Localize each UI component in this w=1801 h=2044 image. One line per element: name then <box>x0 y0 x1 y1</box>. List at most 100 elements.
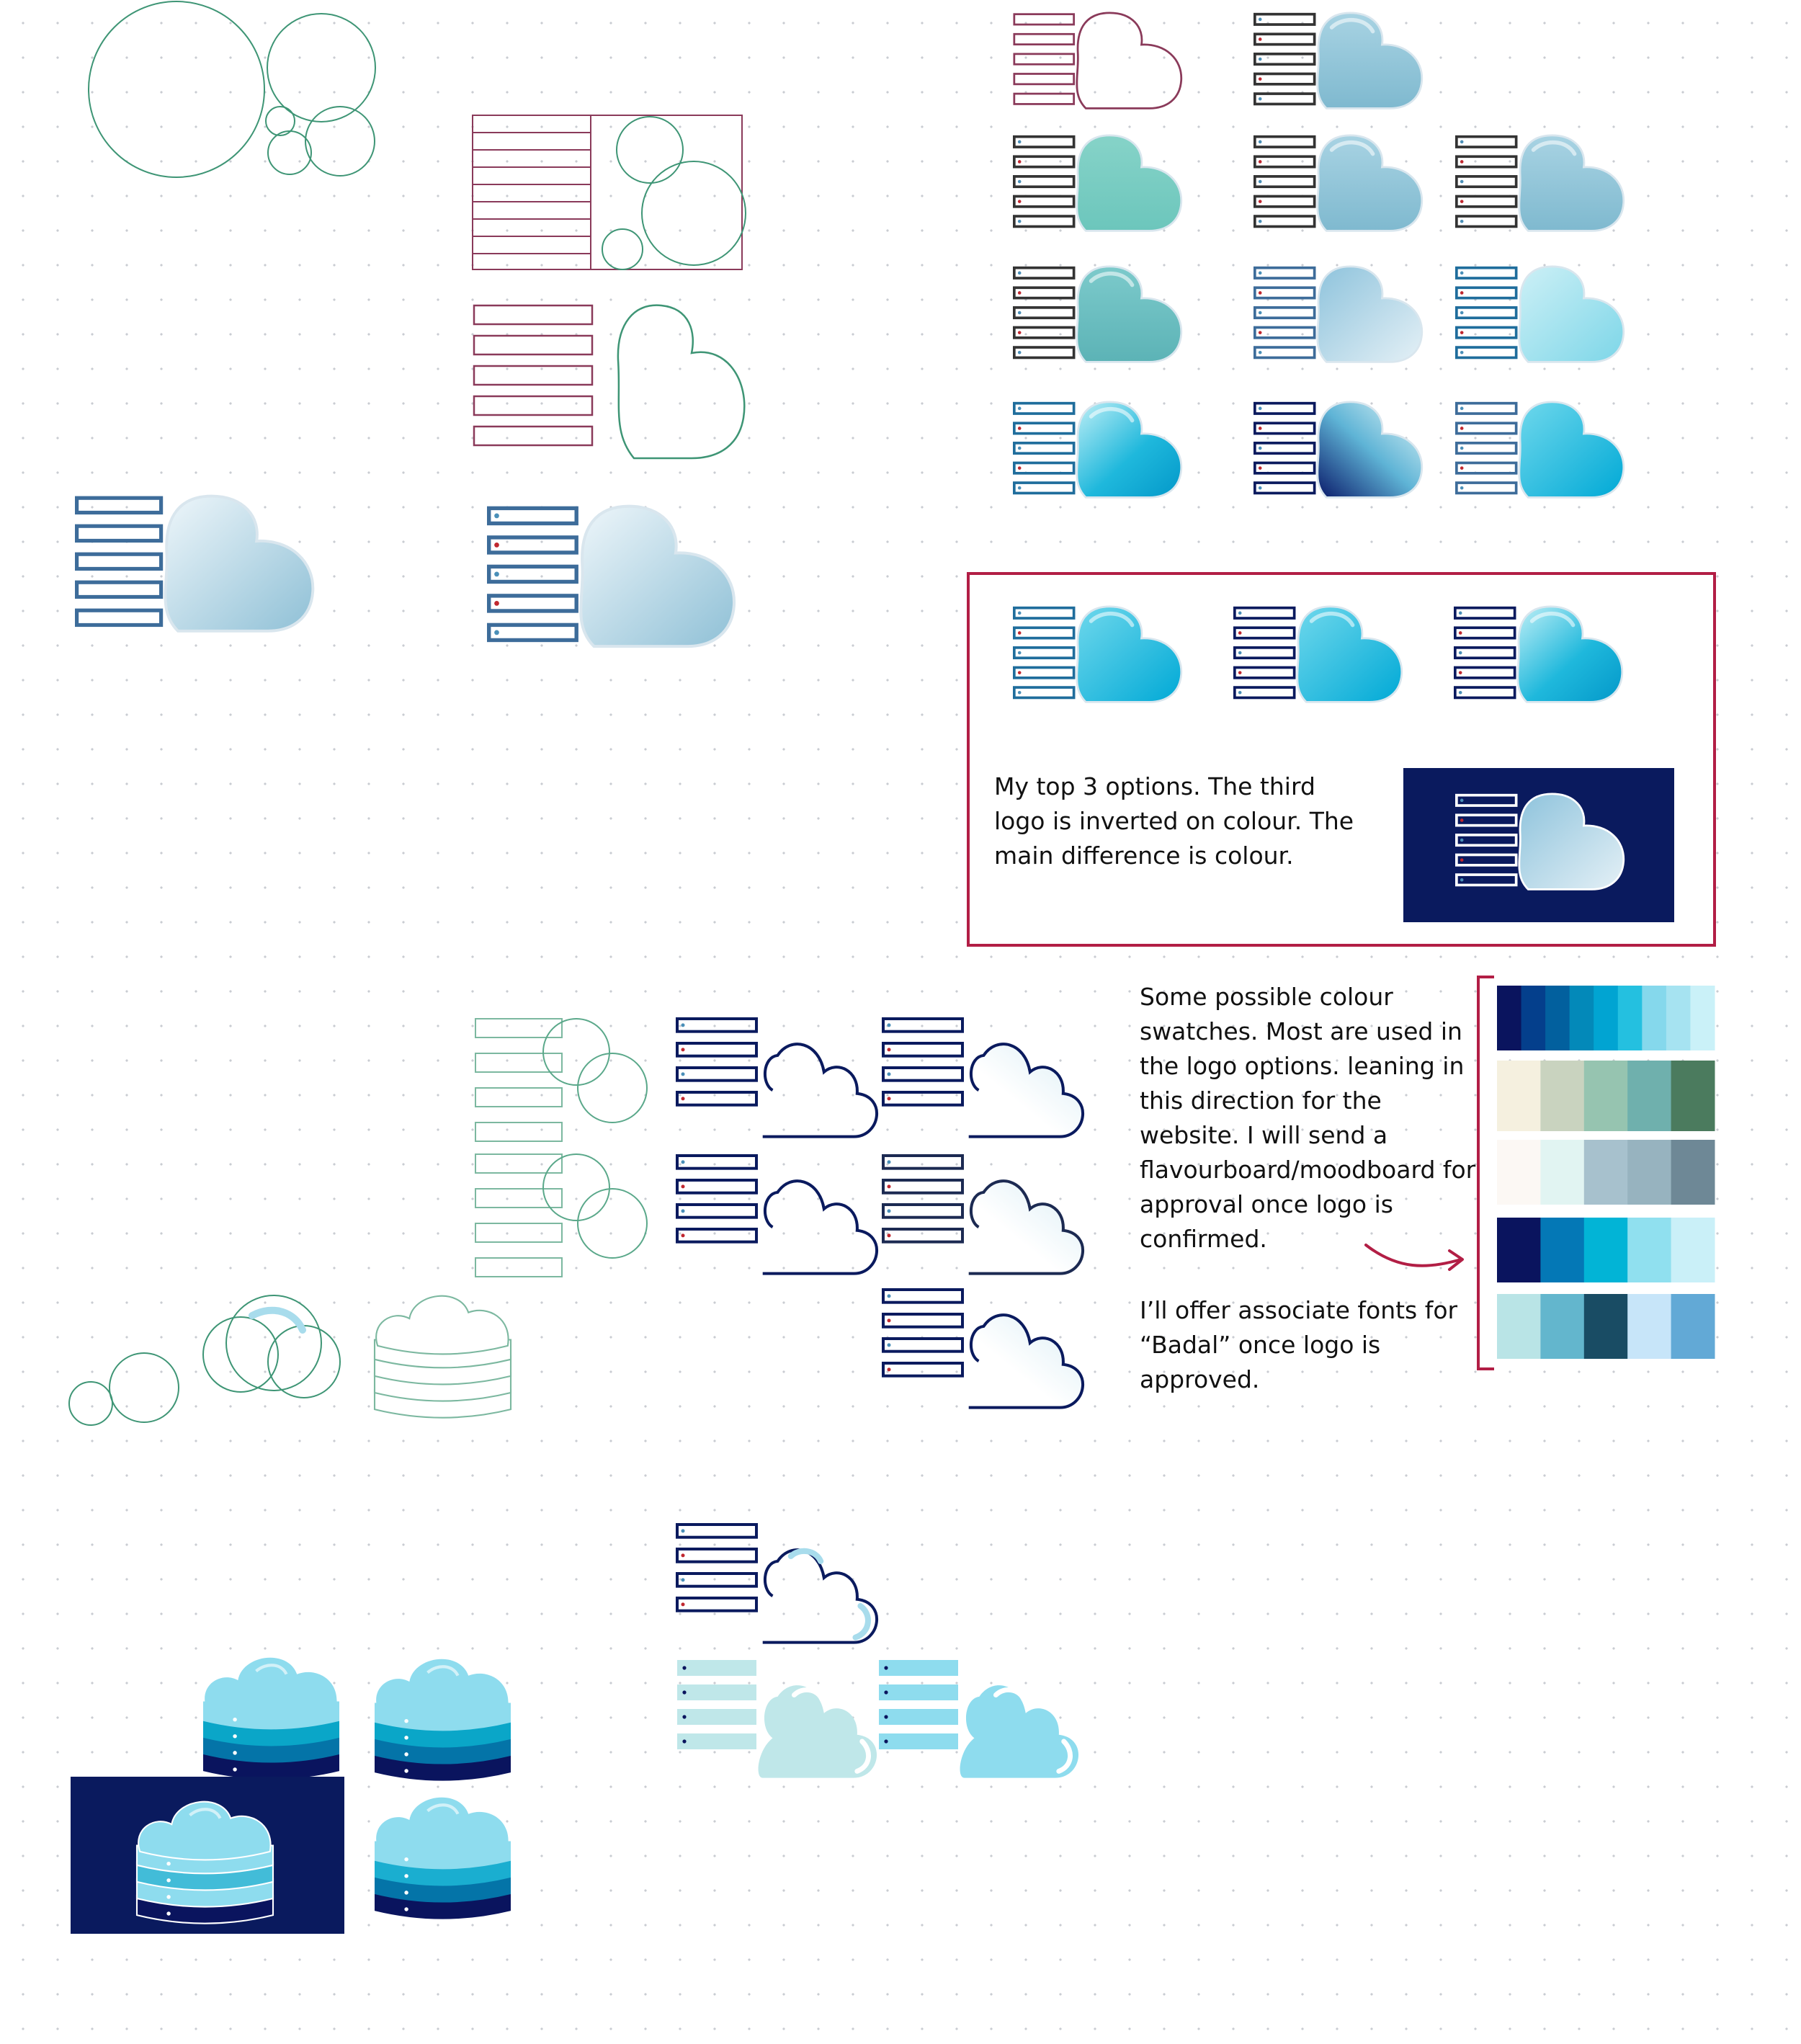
server-bar <box>75 552 164 571</box>
colour-swatch-palette <box>1477 976 1715 1370</box>
server-bar <box>1455 813 1518 827</box>
server-bar <box>75 496 164 515</box>
server-bar <box>676 1203 758 1219</box>
server-bar <box>1454 686 1516 700</box>
status-led <box>887 1343 891 1347</box>
status-led <box>494 513 499 519</box>
server-bar <box>1253 442 1316 455</box>
server-bar <box>1253 266 1316 280</box>
status-led <box>1460 350 1464 354</box>
stack-layer <box>375 1752 511 1781</box>
colour-swatch <box>1671 1218 1715 1282</box>
stack-layer <box>375 1857 511 1886</box>
status-led <box>1258 140 1262 144</box>
status-led <box>1258 350 1262 354</box>
server-bar <box>676 1154 758 1170</box>
server-bar <box>677 1733 756 1749</box>
server-bar <box>1253 53 1316 66</box>
status-led <box>884 1690 888 1695</box>
status-led <box>887 1367 891 1372</box>
colour-swatch <box>1627 1218 1672 1282</box>
server-cloud-outline-logo <box>882 1017 1084 1138</box>
cloud-highlight <box>1529 611 1576 628</box>
status-led <box>1017 446 1022 450</box>
status-led <box>681 1578 685 1582</box>
colour-swatch <box>1497 1218 1541 1282</box>
server-bar <box>1455 175 1518 189</box>
status-led <box>1258 200 1262 203</box>
status-led <box>681 1184 685 1189</box>
status-led <box>1238 631 1242 635</box>
colour-swatch <box>1497 1061 1541 1131</box>
status-led <box>887 1048 891 1052</box>
colour-swatch <box>1545 986 1570 1050</box>
cloud-highlight <box>426 1803 460 1815</box>
status-led <box>1460 878 1464 882</box>
cloud-highlight <box>189 1808 222 1819</box>
server-bar <box>1253 481 1316 495</box>
stack-layer <box>375 1702 511 1731</box>
server-bar <box>879 1709 958 1725</box>
server-bar <box>1455 195 1518 208</box>
server-bar <box>1013 606 1076 620</box>
stack-led <box>404 1736 408 1740</box>
server-bar <box>1013 13 1076 26</box>
top-options-frame <box>967 572 1716 947</box>
server-bar <box>487 622 578 643</box>
server-bar <box>75 608 164 628</box>
light-server-cloud-logo <box>879 1660 1079 1778</box>
status-led <box>494 630 499 635</box>
status-led <box>1017 311 1022 315</box>
cloud-highlight <box>1089 271 1135 287</box>
status-led <box>681 1209 685 1213</box>
construction-circle <box>267 13 376 122</box>
status-led <box>1017 690 1022 695</box>
server-cloud-logo <box>75 494 315 633</box>
cloud-outline <box>762 1179 878 1275</box>
status-led <box>1460 406 1464 411</box>
server-bar <box>676 1548 758 1563</box>
status-led <box>1458 611 1462 615</box>
server-bar <box>1013 666 1076 679</box>
server-bar <box>487 535 578 555</box>
server-bar <box>1013 215 1076 228</box>
status-led <box>1017 631 1022 635</box>
construction-circle <box>305 106 375 177</box>
status-led <box>1258 17 1262 22</box>
colour-swatch <box>1594 986 1619 1050</box>
server-bar <box>676 1042 758 1058</box>
server-bar <box>475 1223 563 1243</box>
colour-swatch <box>1671 1061 1715 1131</box>
status-led <box>494 571 499 577</box>
stack-layer <box>373 1355 512 1385</box>
cloud-highlight <box>1089 406 1135 423</box>
stack-led <box>404 1874 408 1878</box>
server-bar <box>1013 135 1076 148</box>
cloud-highlight <box>1329 17 1375 34</box>
cloud-highlight <box>852 1602 871 1641</box>
server-cloud-outline-logo <box>676 1154 878 1275</box>
stack-led <box>233 1734 237 1739</box>
cloud-outline <box>617 304 746 460</box>
server-bar <box>1013 686 1076 700</box>
stack-layer <box>373 1339 512 1369</box>
traced-logo-sketch <box>473 304 746 460</box>
swatch-bracket <box>1477 976 1494 1370</box>
outline-stack-sketch <box>373 1295 512 1419</box>
status-led <box>1017 671 1022 674</box>
status-led <box>1017 651 1022 655</box>
server-bar <box>473 425 594 447</box>
status-led <box>1017 291 1022 295</box>
server-cloud-logo <box>1013 134 1183 232</box>
cloud-shape <box>579 504 736 648</box>
stack-led <box>166 1911 171 1916</box>
server-bar <box>677 1660 756 1676</box>
status-led <box>1258 311 1262 315</box>
stack-cloud-top <box>376 1659 509 1718</box>
server-bar <box>473 395 594 416</box>
status-led <box>887 1318 891 1323</box>
server-bar <box>475 1087 563 1107</box>
status-led <box>494 601 499 606</box>
status-led <box>682 1690 687 1695</box>
server-bar <box>1253 326 1316 339</box>
